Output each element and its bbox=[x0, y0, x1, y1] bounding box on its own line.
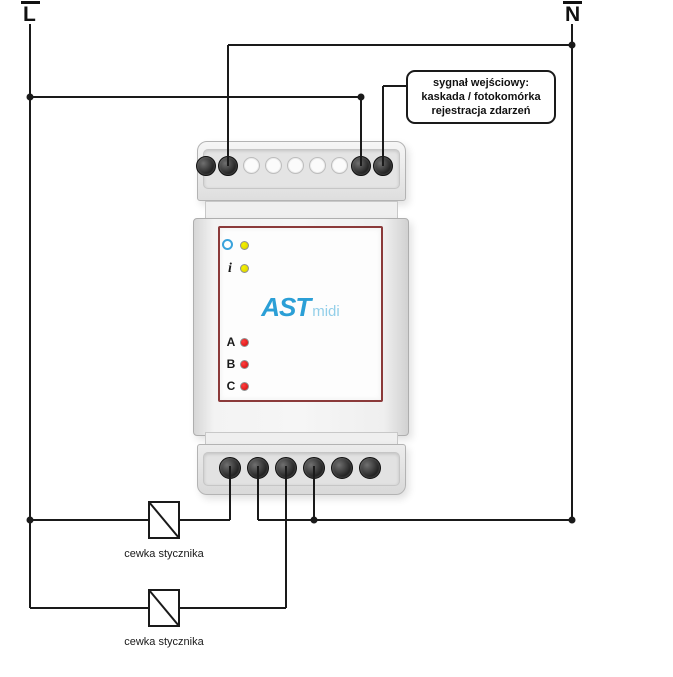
channel-c-label: C bbox=[226, 379, 236, 393]
terminal-screw bbox=[218, 156, 238, 176]
neutral-label: N bbox=[565, 3, 581, 26]
channel-b-label: B bbox=[226, 357, 236, 371]
terminal-ring bbox=[265, 157, 282, 174]
neutral-rail-bar bbox=[563, 1, 582, 4]
channel-a-label: A bbox=[226, 335, 236, 349]
annotation-line-2: kaskada / fotokomórka bbox=[421, 90, 541, 103]
terminal-ring bbox=[309, 157, 326, 174]
terminal-screw bbox=[373, 156, 393, 176]
channel-a-led bbox=[240, 338, 249, 347]
coil-2-diagonal bbox=[148, 589, 180, 627]
terminal-screw bbox=[351, 156, 371, 176]
logo-midi: midi bbox=[312, 303, 340, 320]
terminal-ring bbox=[287, 157, 304, 174]
terminal-screw bbox=[359, 457, 381, 479]
info-led-yellow bbox=[240, 264, 249, 273]
coil-1-diagonal bbox=[148, 501, 180, 539]
channel-b-led bbox=[240, 360, 249, 369]
coil-2-label: cewka stycznika bbox=[124, 636, 204, 648]
annotation-line-3: rejestracja zdarzeń bbox=[431, 105, 531, 118]
channel-c-led bbox=[240, 382, 249, 391]
terminal-screw bbox=[247, 457, 269, 479]
contactor-coil-1-symbol bbox=[148, 501, 180, 539]
info-symbol: i bbox=[228, 261, 232, 276]
clock-indicator-icon bbox=[222, 239, 233, 250]
phase-rail-bar bbox=[21, 1, 40, 4]
terminal-screw bbox=[275, 457, 297, 479]
terminal-screw bbox=[331, 457, 353, 479]
annotation-line-1: sygnał wejściowy: bbox=[433, 76, 529, 89]
logo-ast: AST bbox=[261, 292, 311, 322]
signal-annotation-box: sygnał wejściowy: kaskada / fotokomórka … bbox=[406, 70, 556, 124]
terminal-screw bbox=[303, 457, 325, 479]
terminal-screw bbox=[196, 156, 216, 176]
coil-1-label: cewka stycznika bbox=[124, 548, 204, 560]
terminal-ring bbox=[243, 157, 260, 174]
contactor-coil-2-symbol bbox=[148, 589, 180, 627]
phase-label: L bbox=[23, 3, 36, 26]
terminal-ring bbox=[331, 157, 348, 174]
terminal-screw bbox=[219, 457, 241, 479]
status-led-yellow bbox=[240, 241, 249, 250]
